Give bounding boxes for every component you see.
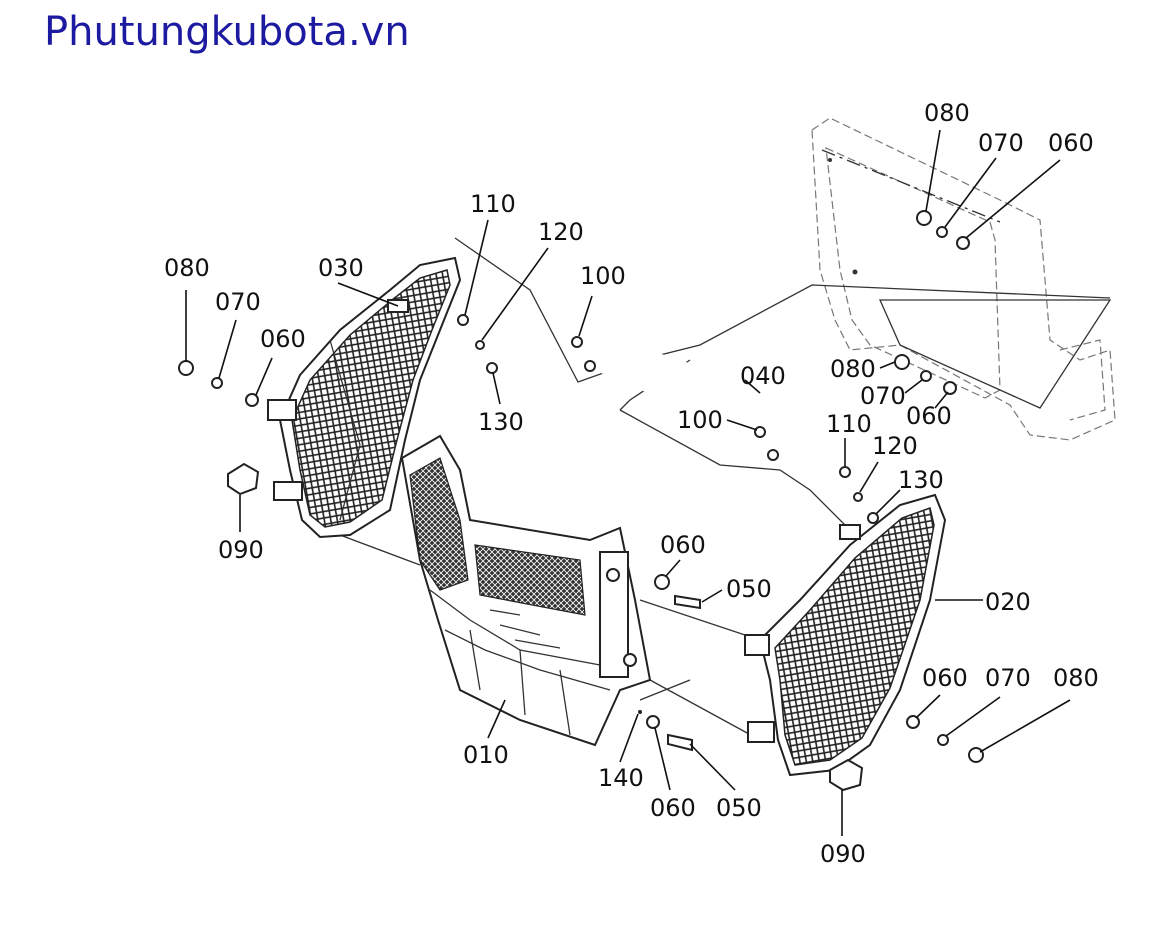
front-grille-panel <box>400 434 652 747</box>
callout-label: 070 <box>215 288 261 316</box>
callout-label: 010 <box>463 741 509 769</box>
callout-label: 130 <box>898 466 944 494</box>
callout-label: 060 <box>1048 129 1094 157</box>
callout-label: 120 <box>872 432 918 460</box>
callout-label: 060 <box>660 531 706 559</box>
callout-label: 070 <box>978 129 1024 157</box>
callout-label: 130 <box>478 408 524 436</box>
leader-lines <box>185 129 1071 836</box>
connecting-bar <box>580 350 780 461</box>
callout-label: 080 <box>164 254 210 282</box>
callout-label: 060 <box>650 794 696 822</box>
callout-label: 070 <box>985 664 1031 692</box>
right-mesh-panel <box>744 493 947 777</box>
callout-label: 050 <box>716 794 762 822</box>
callout-label: 110 <box>470 190 516 218</box>
callout-label: 100 <box>677 406 723 434</box>
callout-label: 100 <box>580 262 626 290</box>
callout-label: 110 <box>826 410 872 438</box>
callout-label: 090 <box>218 536 264 564</box>
callout-label: 030 <box>318 254 364 282</box>
callout-label: 120 <box>538 218 584 246</box>
hardware-parts <box>178 210 984 792</box>
callout-label: 020 <box>985 588 1031 616</box>
callout-label: 070 <box>860 382 906 410</box>
callout-labels: 080 070 060 110 120 100 080 070 060 030 … <box>164 99 1099 868</box>
callout-label: 040 <box>740 362 786 390</box>
site-title: Phutungkubota.vn <box>44 9 410 55</box>
callout-label: 080 <box>830 355 876 383</box>
callout-label: 140 <box>598 764 644 792</box>
callout-label: 060 <box>260 325 306 353</box>
callout-label: 080 <box>924 99 970 127</box>
callout-label: 060 <box>906 402 952 430</box>
callout-label: 080 <box>1053 664 1099 692</box>
callout-label: 090 <box>820 840 866 868</box>
tractor-frame-ghost <box>811 117 1116 441</box>
left-mesh-panel <box>267 256 462 539</box>
callout-label: 060 <box>922 664 968 692</box>
callout-label: 050 <box>726 575 772 603</box>
